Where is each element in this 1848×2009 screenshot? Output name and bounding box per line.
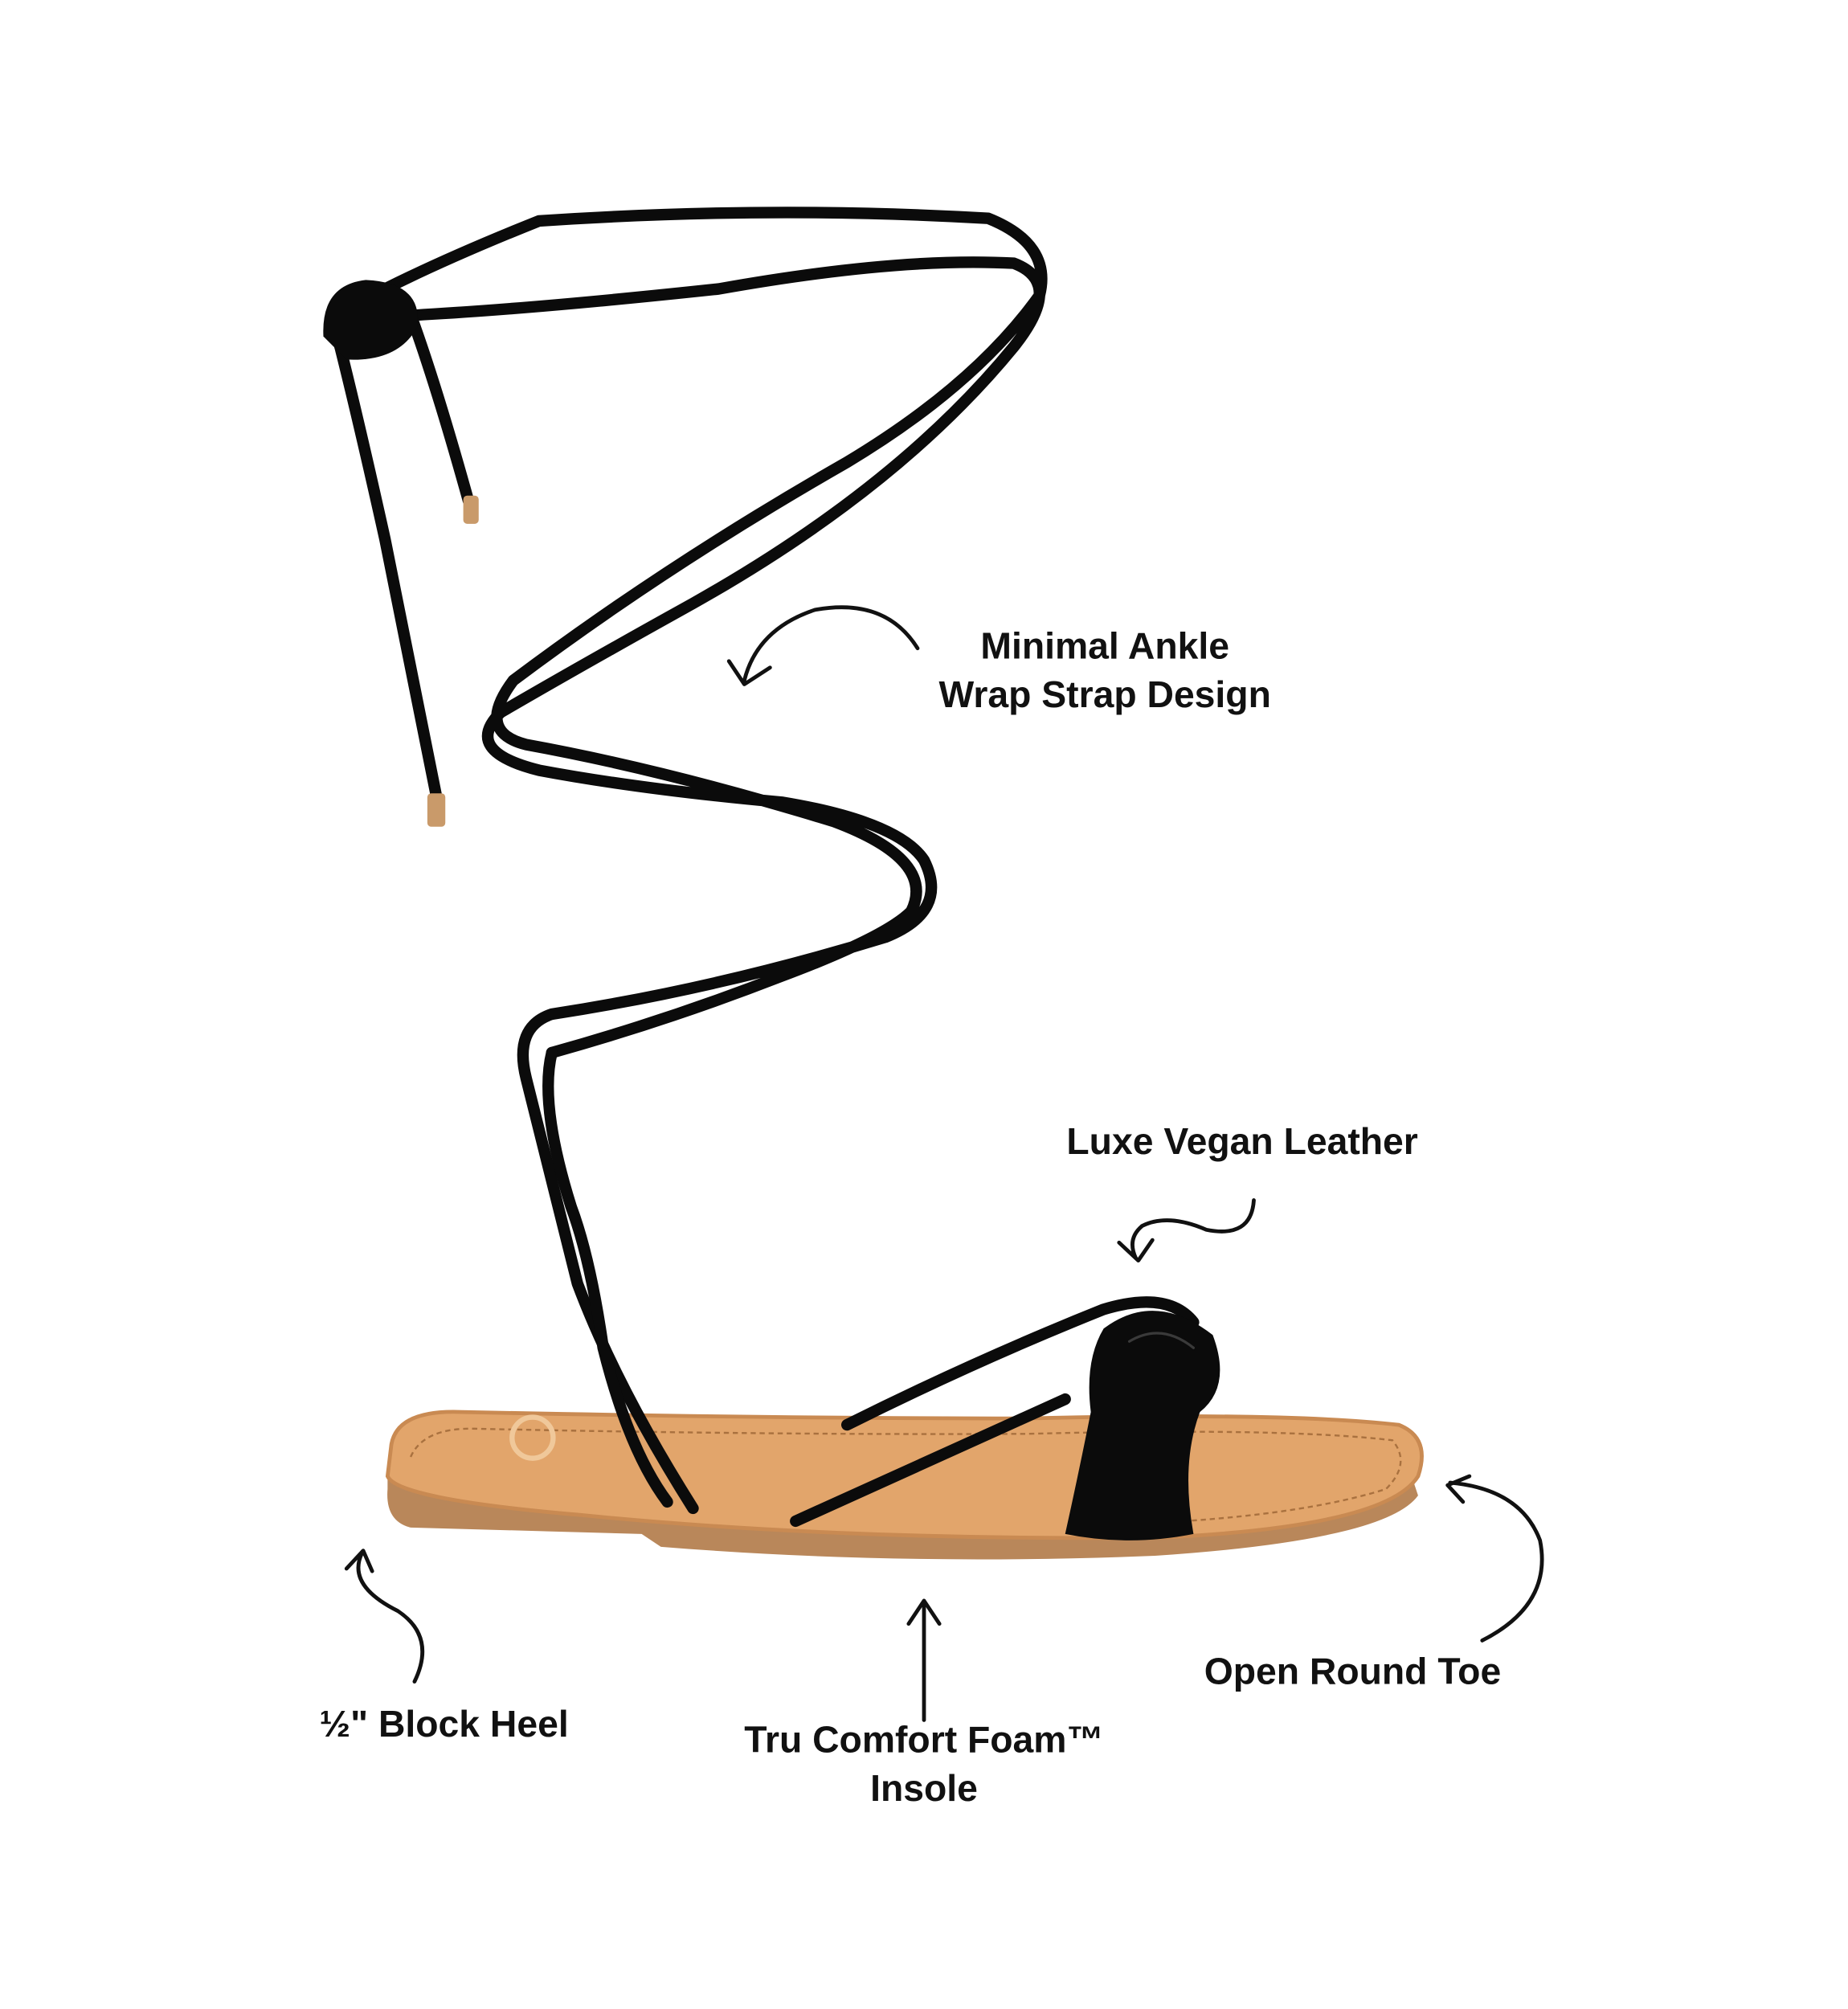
squiggle-arrow-icon xyxy=(344,1549,425,1684)
ankle-wrap-strap xyxy=(333,207,1048,1515)
callout-text: Wrap Strap Design xyxy=(939,673,1271,715)
heel-strap xyxy=(790,1393,1071,1528)
up-arrow-icon xyxy=(906,1598,942,1722)
callout-vegan-leather: Luxe Vegan Leather xyxy=(1066,1120,1417,1162)
knot xyxy=(323,280,418,360)
callout-block-heel: ½" Block Heel xyxy=(320,1703,569,1745)
ankle-wrap-strap-lower xyxy=(542,1046,673,1508)
vamp-highlight xyxy=(1127,1332,1196,1349)
toe-loop-strap xyxy=(840,1296,1200,1431)
curved-arrow-icon xyxy=(726,605,920,686)
squiggle-arrow-icon xyxy=(1117,1198,1256,1263)
callout-text: Minimal Ankle xyxy=(980,625,1229,667)
callout-insole: Tru Comfort Foam™ Insole xyxy=(744,1718,1104,1809)
callout-text: Insole xyxy=(870,1767,978,1809)
sandal-illustration xyxy=(323,207,1424,1560)
callout-ankle-wrap: Minimal Ankle Wrap Strap Design xyxy=(939,625,1271,716)
callout-round-toe: Open Round Toe xyxy=(1204,1651,1501,1692)
toe-knot-vamp xyxy=(1065,1311,1220,1541)
brand-logo-mark xyxy=(509,1414,556,1461)
callout-text: Tru Comfort Foam™ xyxy=(744,1718,1104,1760)
tie-end-right xyxy=(404,309,475,507)
aglet-tip xyxy=(427,793,446,827)
curved-arrow-icon xyxy=(1445,1474,1544,1643)
tie-end-left xyxy=(334,341,443,802)
aglet-tip xyxy=(463,495,479,524)
